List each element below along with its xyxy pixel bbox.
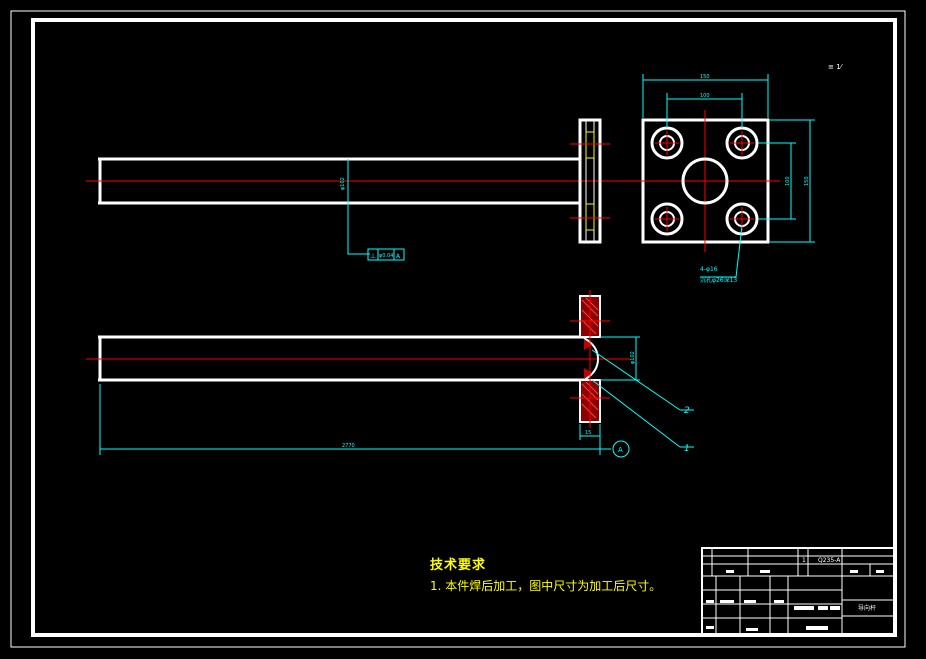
title-block: Q235-A 1 导向杆	[701, 547, 895, 635]
svg-text:φ0.04: φ0.04	[379, 253, 393, 259]
dim-overall-length: 2770	[342, 443, 355, 449]
inner-border	[31, 18, 897, 637]
title-qty: 1	[802, 557, 806, 564]
technical-requirements: 技术要求 1. 本件焊后加工，图中尺寸为加工后尺寸。	[430, 554, 661, 594]
dim-bolt-spacing-v: 100	[785, 176, 791, 186]
balloon-2: 2	[684, 406, 690, 416]
dim-flange-height: 150	[804, 176, 810, 186]
svg-text:⊥: ⊥	[370, 252, 376, 260]
top-tube-view: φ102 ⊥ φ0.04 A	[86, 118, 630, 261]
flange-end-view: 150 100 100 150 4-φ16 沉孔φ26深13	[630, 74, 815, 284]
section-view: φ102 15 2770 A 2 1	[86, 290, 694, 458]
dim-tube-dia-side: φ102	[630, 351, 636, 364]
title-part-name: 导向杆	[858, 604, 876, 612]
dim-tube-dia-top: φ102	[340, 177, 346, 190]
bolt-hole	[725, 126, 759, 160]
dim-bolt-spacing-h: 100	[700, 93, 710, 99]
bolt-hole	[650, 202, 684, 236]
bolt-hole	[650, 126, 684, 160]
datum-circle	[612, 440, 630, 458]
tolerance-frame	[367, 248, 405, 261]
hole-note-1: 4-φ16	[700, 266, 718, 273]
outer-border	[10, 10, 906, 648]
flange-edge	[578, 118, 602, 244]
balloon-1: 1	[684, 444, 690, 454]
dim-flange-width: 150	[700, 74, 710, 80]
center-bore	[681, 157, 729, 205]
title-material: Q235-A	[818, 557, 841, 564]
hole-note-2: 沉孔φ26深13	[700, 276, 737, 284]
svg-text:A: A	[396, 253, 401, 260]
dim-flange-thickness: 15	[585, 430, 591, 436]
datum-label: A	[618, 446, 623, 454]
tech-req-title: 技术要求	[430, 558, 487, 573]
corner-mark: ≡ 1⁄	[828, 63, 844, 71]
tech-req-item-1: 1. 本件焊后加工，图中尺寸为加工后尺寸。	[430, 579, 662, 593]
